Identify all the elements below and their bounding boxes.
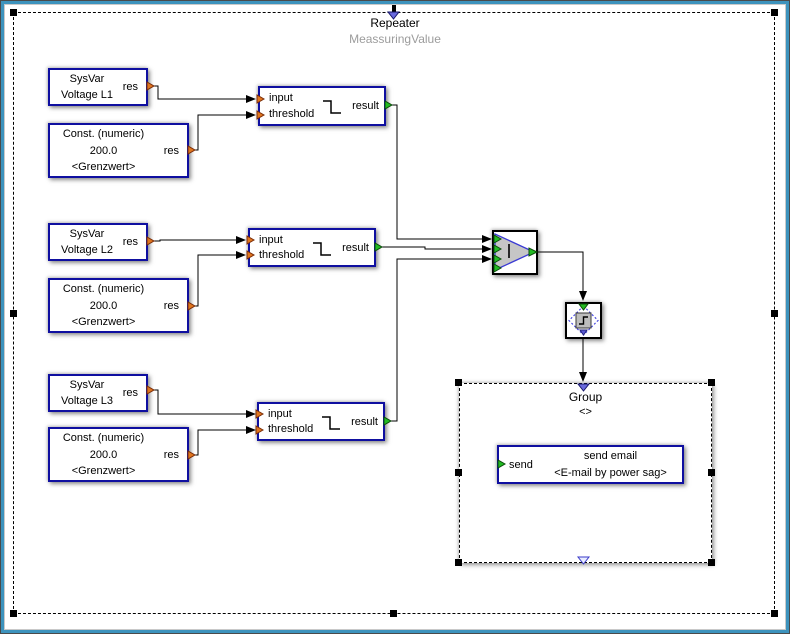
block-name-label: <Grenzwert> (71, 465, 136, 477)
block-type-label: Const. (numeric) (62, 432, 145, 444)
block-type-label: send email (583, 450, 638, 462)
port-label-res: res (163, 144, 179, 157)
port-label-res: res (122, 81, 138, 93)
port-label-res: res (122, 236, 138, 248)
group-handle-mid-left[interactable] (455, 469, 462, 476)
group-handle-mid-right[interactable] (708, 469, 715, 476)
port-label-res: res (163, 448, 179, 461)
group-handle-bottom-right[interactable] (708, 559, 715, 566)
const-value: 200.0 (89, 299, 118, 312)
const-value: 200.0 (89, 144, 118, 157)
edge-trigger-block[interactable] (565, 302, 602, 339)
port-label-res: res (122, 387, 138, 399)
selection-handle-mid-left[interactable] (10, 310, 17, 317)
group-title: Group (568, 390, 603, 404)
const-block-grenzwert-3[interactable]: Const. (numeric) 200.0 <Grenzwert> res (48, 427, 189, 482)
selection-handle-bottom-center[interactable] (390, 610, 397, 617)
port-label-threshold: threshold (259, 249, 305, 261)
step-down-icon (313, 242, 331, 256)
block-name-label: <E-mail by power sag> (554, 467, 667, 479)
threshold-block-1[interactable]: input threshold result (258, 86, 386, 126)
block-name-label: Voltage L2 (61, 244, 113, 256)
group-subtitle: <> (579, 406, 592, 418)
port-label-threshold: threshold (269, 108, 315, 120)
sysvar-block-voltage-l1[interactable]: SysVar Voltage L1 res (48, 68, 148, 106)
const-block-grenzwert-1[interactable]: Const. (numeric) 200.0 <Grenzwert> res (48, 123, 189, 178)
sysvar-block-voltage-l3[interactable]: SysVar Voltage L3 res (48, 374, 148, 412)
port-label-result: result (351, 415, 378, 428)
port-label-result: result (352, 100, 379, 112)
const-block-grenzwert-2[interactable]: Const. (numeric) 200.0 <Grenzwert> res (48, 278, 189, 333)
send-email-block[interactable]: send send email <E-mail by power sag> (497, 445, 684, 484)
block-name-label: Voltage L3 (61, 395, 113, 407)
selection-handle-bottom-left[interactable] (10, 610, 17, 617)
threshold-block-3[interactable]: input threshold result (257, 402, 385, 441)
port-label-result: result (342, 241, 369, 254)
selection-handle-top-right[interactable] (771, 9, 778, 16)
port-label-send: send (509, 458, 533, 471)
block-type-label: SysVar (69, 228, 105, 240)
port-label-input: input (268, 408, 292, 420)
step-down-icon (323, 100, 341, 114)
block-name-label: <Grenzwert> (71, 161, 136, 173)
step-down-icon (322, 416, 340, 430)
selection-handle-mid-right[interactable] (771, 310, 778, 317)
threshold-block-2[interactable]: input threshold result (248, 228, 376, 267)
block-type-label: Const. (numeric) (62, 283, 145, 295)
block-name-label: <Grenzwert> (71, 316, 136, 328)
repeater-subtitle: MeassuringValue (349, 32, 441, 46)
group-handle-bottom-left[interactable] (455, 559, 462, 566)
block-type-label: SysVar (69, 379, 105, 391)
group-handle-top-left[interactable] (455, 379, 462, 386)
port-label-input: input (269, 92, 293, 104)
or-gate-block[interactable] (492, 230, 538, 275)
block-name-label: Voltage L1 (61, 89, 113, 101)
port-label-res: res (163, 299, 179, 312)
group-handle-top-right[interactable] (708, 379, 715, 386)
repeater-title: Repeater (370, 16, 420, 30)
port-label-threshold: threshold (268, 423, 314, 435)
sysvar-block-voltage-l2[interactable]: SysVar Voltage L2 res (48, 223, 148, 261)
port-label-input: input (259, 234, 283, 246)
selection-handle-top-left[interactable] (10, 9, 17, 16)
block-type-label: Const. (numeric) (62, 128, 145, 140)
const-value: 200.0 (89, 448, 118, 461)
selection-handle-bottom-right[interactable] (771, 610, 778, 617)
block-type-label: SysVar (69, 73, 105, 85)
